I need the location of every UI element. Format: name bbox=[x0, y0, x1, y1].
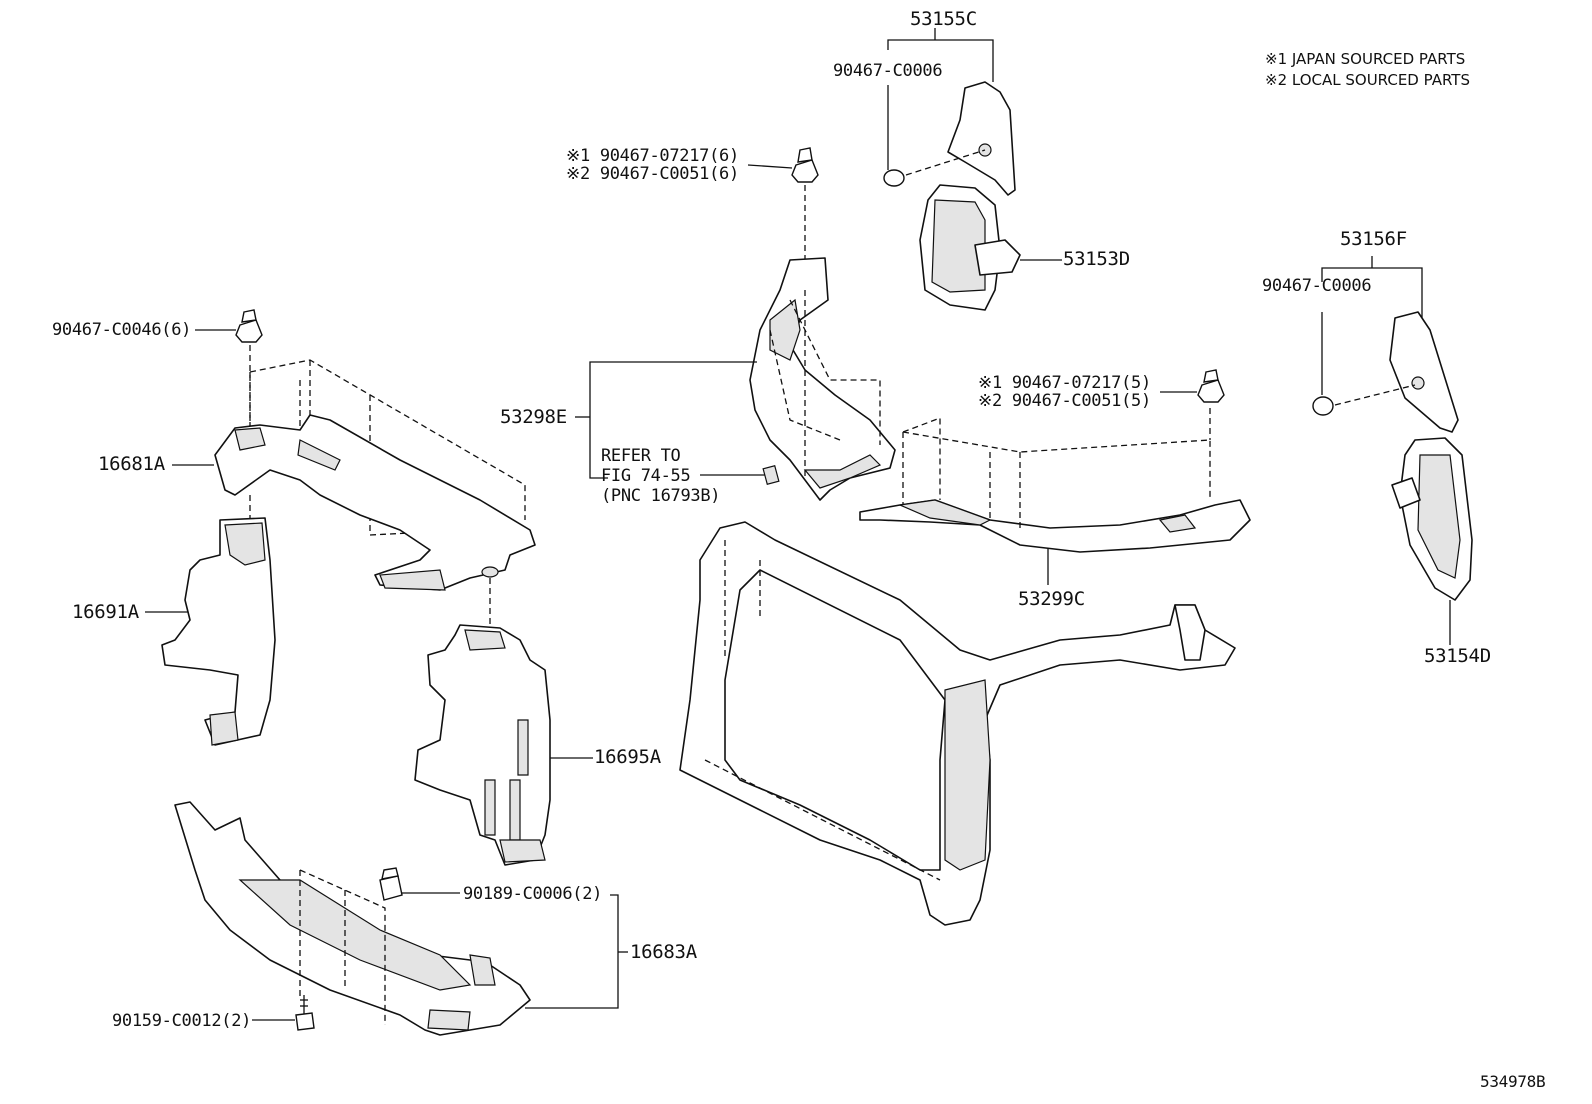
label-clip-upper-local: ※2 90467-C0051(6) bbox=[566, 164, 739, 184]
label-90467-C0006-upper: 90467-C0006 bbox=[833, 61, 943, 81]
part-16695A-shape bbox=[414, 624, 551, 866]
label-16681A: 16681A bbox=[98, 453, 165, 475]
label-refer-to: REFER TO bbox=[601, 446, 681, 466]
part-16683A-shape bbox=[174, 801, 531, 1036]
label-53299C: 53299C bbox=[1018, 588, 1085, 610]
clip-90189-C0006 bbox=[379, 867, 403, 901]
part-16681A-shape bbox=[214, 414, 536, 591]
label-clip-right-local: ※2 90467-C0051(5) bbox=[978, 391, 1151, 411]
figure-id: 534978B bbox=[1480, 1072, 1546, 1091]
part-53154D-shape bbox=[1391, 437, 1473, 601]
label-refer-fig: FIG 74-55 bbox=[601, 466, 691, 486]
label-16695A: 16695A bbox=[594, 746, 661, 768]
label-16691A: 16691A bbox=[72, 601, 139, 623]
clip-upper-right bbox=[1197, 369, 1225, 403]
label-clip-upper-japan: ※1 90467-07217(6) bbox=[566, 146, 739, 166]
radiator-support-frame bbox=[679, 521, 1236, 926]
note-local-sourced: ※2 LOCAL SOURCED PARTS bbox=[1265, 71, 1470, 89]
clip-c0006-upper bbox=[883, 169, 905, 187]
bolt-90159-C0012 bbox=[295, 995, 315, 1031]
label-90189-C0006: 90189-C0006(2) bbox=[463, 884, 603, 904]
part-53156F-shape bbox=[1389, 311, 1459, 433]
part-16691A-shape bbox=[161, 517, 276, 746]
label-90467-C0006-right: 90467-C0006 bbox=[1262, 276, 1372, 296]
label-53298E: 53298E bbox=[500, 406, 567, 428]
part-53155C-shape bbox=[947, 81, 1016, 196]
label-53154D: 53154D bbox=[1424, 645, 1491, 667]
clip-c0046 bbox=[235, 309, 263, 343]
label-clip-right-japan: ※1 90467-07217(5) bbox=[978, 373, 1151, 393]
part-53153D-shape bbox=[919, 184, 1021, 311]
part-53299C-shape bbox=[859, 499, 1251, 553]
label-53153D: 53153D bbox=[1063, 248, 1130, 270]
label-90467-C0046: 90467-C0046(6) bbox=[52, 320, 192, 340]
label-16683A: 16683A bbox=[630, 941, 697, 963]
clip-c0006-right bbox=[1312, 396, 1334, 416]
clip-upper-center bbox=[791, 147, 819, 183]
label-53156F: 53156F bbox=[1340, 228, 1407, 250]
label-53155C: 53155C bbox=[910, 8, 977, 30]
note-japan-sourced: ※1 JAPAN SOURCED PARTS bbox=[1265, 50, 1466, 68]
part-53298E-shape bbox=[749, 257, 896, 501]
label-refer-pnc: (PNC 16793B) bbox=[601, 486, 721, 506]
label-90159-C0012: 90159-C0012(2) bbox=[112, 1011, 252, 1031]
